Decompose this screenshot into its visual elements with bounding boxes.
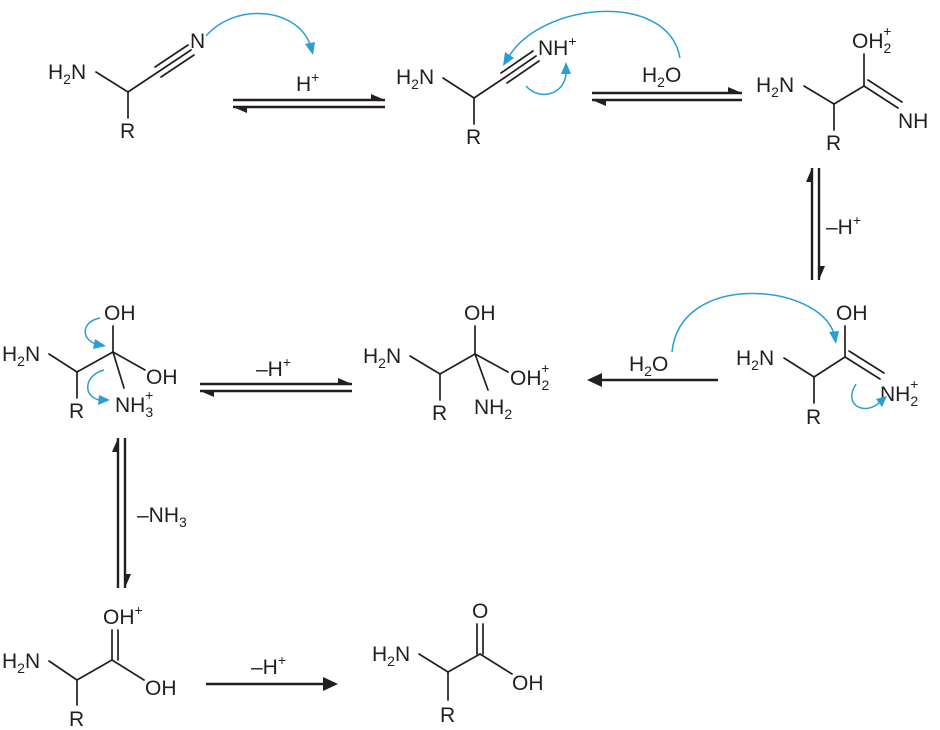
amino-label: NH2 (474, 396, 512, 422)
hydroxyl-label: OH (836, 302, 868, 325)
curly-arrowhead (561, 62, 571, 74)
water-condition-2: H2O (629, 353, 668, 379)
amine-label: H2N (363, 345, 401, 371)
curly-arrowhead (305, 42, 315, 55)
hydroxyl-label: OH (146, 366, 178, 389)
amine-label: H2N (756, 74, 794, 100)
forward-arrow-deprotonation (206, 677, 338, 691)
side-chain-r: R (826, 132, 841, 155)
side-chain-r: R (466, 126, 481, 149)
side-chain-r: R (806, 406, 821, 429)
curly-arrow-pi-shift (525, 71, 567, 96)
nitrilium-ion: H2N R NH+ (396, 33, 577, 149)
water-condition-1: H2O (642, 64, 681, 90)
side-chain-r: R (69, 708, 84, 730)
equilibrium-arrow-1 (233, 94, 385, 113)
curly-arrowhead (98, 395, 110, 405)
curly-arrow-c-n-cleavage (87, 369, 105, 401)
amino-acid-product: H2N R O OH (372, 600, 544, 727)
hydroxyl-label: OH (145, 677, 177, 700)
amine-label: H2N (2, 650, 40, 676)
deprotonation-condition-2: –H+ (256, 354, 291, 381)
hydroxyl-label: OH (104, 302, 136, 325)
equilibrium-arrow-4 (200, 378, 352, 397)
curly-arrowhead (503, 52, 514, 66)
tetrahedral-oxonium: H2N R OH OH2+ NH2 (363, 302, 550, 425)
nitrile-n-label: N (190, 30, 205, 53)
oxonium-label: OH2+ (852, 23, 892, 56)
curly-arrow-water-attack-2 (671, 292, 835, 353)
ammonia-loss-condition: –NH3 (137, 504, 187, 530)
forward-arrow-water (587, 373, 718, 387)
equilibrium-arrow-5 (112, 438, 131, 588)
deprotonation-condition-1: –H+ (826, 212, 861, 239)
curly-arrow-water-attack-1 (507, 10, 681, 59)
hydroxyl-label: OH (464, 302, 496, 325)
amine-label: H2N (2, 343, 40, 369)
curly-arrow-pi-to-n (851, 383, 881, 410)
tetrahedral-ammonium: H2N R OH OH NH3+ (2, 302, 178, 423)
oxonium-label: OH2+ (510, 360, 550, 393)
carbonyl-o-label: O (472, 600, 488, 623)
equilibrium-arrow-3 (806, 168, 825, 280)
curly-arrowhead (93, 339, 106, 349)
imine-label: NH (898, 110, 928, 133)
side-chain-r: R (69, 400, 84, 423)
ammonium-label: NH3+ (115, 387, 153, 420)
nitrilium-label: NH+ (538, 33, 577, 60)
protonated-imidic-acid: H2N R OH2+ NH (756, 23, 928, 155)
curly-arrow-protonation (205, 12, 311, 45)
side-chain-r: R (440, 704, 455, 727)
side-chain-r: R (120, 120, 135, 143)
amine-label: H2N (396, 66, 434, 92)
amine-label: H2N (372, 643, 410, 669)
protonated-carbonyl-label: OH+ (103, 602, 143, 629)
deprotonation-condition-3: –H+ (251, 652, 286, 679)
hydroxyl-label: OH (512, 672, 544, 695)
curly-arrowhead (876, 396, 887, 407)
iminium-label: NH2+ (880, 376, 918, 409)
curly-arrow-o-to-c (84, 317, 101, 345)
amine-label: H2N (736, 347, 774, 373)
aminonitrile: H2N R N (48, 30, 205, 143)
curly-arrowhead (829, 331, 839, 344)
amine-label: H2N (48, 61, 86, 87)
protonated-carboxylic-acid: H2N R OH+ OH (2, 602, 177, 730)
protonation-condition: H+ (296, 69, 319, 96)
side-chain-r: R (432, 402, 447, 425)
equilibrium-arrow-2 (592, 87, 742, 106)
